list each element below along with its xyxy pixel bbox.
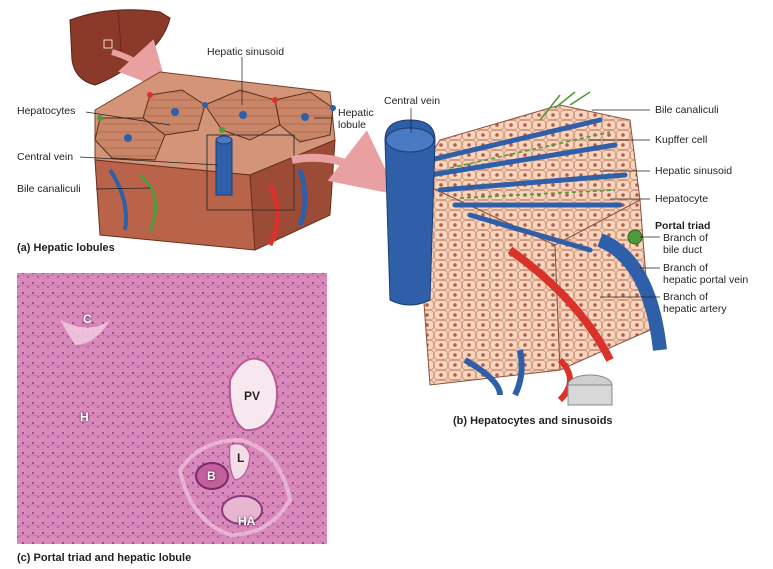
label-branch-hepatic-artery: Branch of hepatic artery	[663, 291, 727, 315]
label-hepatic-lobule: Hepatic lobule	[338, 107, 374, 131]
label-hepatocytes: Hepatocytes	[17, 105, 76, 117]
zoom-arrow-b	[291, 130, 398, 195]
micro-label-ha: HA	[238, 514, 256, 528]
label-hepatic-lobule-line2: lobule	[338, 119, 367, 131]
label-hepatocyte: Hepatocyte	[655, 193, 709, 205]
label-branch-bile-duct-line2: bile duct	[663, 244, 703, 256]
label-branch-portal-vein-line2: hepatic portal vein	[663, 274, 749, 286]
label-hepatic-sinusoid-b: Hepatic sinusoid	[655, 165, 733, 177]
panel-b-leaders	[410, 108, 660, 298]
label-branch-bile-duct-line1: Branch of	[663, 232, 708, 244]
bile-duct-lumen	[195, 462, 229, 490]
central-vein	[384, 119, 436, 306]
label-branch-hepatic-artery-line2: hepatic artery	[663, 303, 727, 315]
panel-a-leaders	[79, 57, 332, 190]
label-hepatic-sinusoid-a: Hepatic sinusoid	[207, 46, 285, 58]
label-central-vein-b: Central vein	[384, 95, 441, 107]
label-branch-portal-vein: Branch of hepatic portal vein	[663, 262, 748, 286]
label-portal-triad: Portal triad	[655, 220, 711, 232]
central-vein-cylinder	[215, 139, 233, 196]
label-central-vein-a: Central vein	[17, 151, 74, 163]
label-kupffer-cell: Kupffer cell	[655, 134, 708, 146]
panel-b-illustration	[384, 91, 667, 406]
lymphatic-lumen	[228, 443, 251, 481]
micro-label-b: B	[207, 469, 216, 483]
caption-panel-b: (b) Hepatocytes and sinusoids	[453, 415, 613, 427]
panel-a-illustration	[69, 9, 398, 251]
caption-panel-a: (a) Hepatic lobules	[17, 242, 115, 254]
micro-label-pv: PV	[244, 389, 261, 403]
label-bile-canaliculi-a: Bile canaliculi	[17, 183, 81, 195]
bile-duct-branch	[627, 229, 643, 245]
label-hepatic-lobule-line1: Hepatic	[338, 107, 374, 119]
caption-panel-c: (c) Portal triad and hepatic lobule	[17, 552, 192, 564]
hepatic-artery-branch	[507, 246, 614, 362]
panel-c-micrograph	[17, 273, 327, 544]
hepatic-artery-lumen	[221, 495, 263, 525]
bile-canaliculi	[449, 91, 616, 199]
portal-vein-branch	[597, 233, 667, 351]
zoom-region-box	[206, 134, 295, 211]
portal-vein-lumen	[228, 357, 278, 432]
micro-label-l: L	[237, 451, 245, 465]
micro-label-h: H	[80, 410, 89, 424]
central-veins-top	[124, 108, 309, 142]
sinusoids	[427, 117, 628, 253]
label-branch-portal-vein-line1: Branch of	[663, 262, 708, 274]
micro-label-c: C	[83, 312, 92, 326]
label-branch-bile-duct: Branch of bile duct	[663, 232, 708, 256]
label-branch-hepatic-artery-line1: Branch of	[663, 291, 708, 303]
portal-dots	[97, 92, 336, 133]
label-bile-canaliculi-b: Bile canaliculi	[655, 104, 719, 116]
